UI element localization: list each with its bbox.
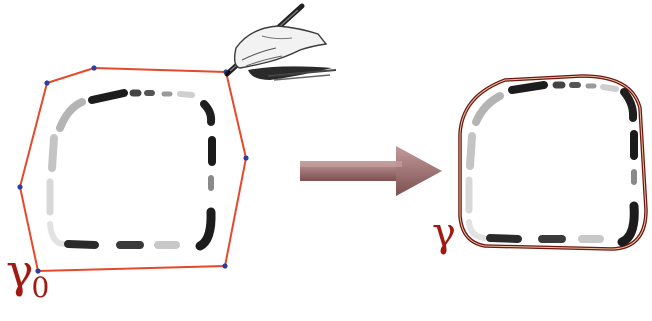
initial-contour-symbol: γ <box>6 244 34 298</box>
right-dashed-shape <box>465 81 639 247</box>
left-dashed-shape <box>46 89 216 251</box>
final-contour-label: γ <box>432 210 456 256</box>
right-arrow-icon <box>300 146 442 196</box>
polygon-vertex <box>35 268 41 274</box>
polygon-vertex <box>243 155 249 161</box>
polygon-vertex <box>222 263 228 269</box>
hand-drawing-pen-icon <box>224 3 337 81</box>
polygon-vertex <box>17 184 23 190</box>
polygon-vertex <box>91 65 97 71</box>
initial-contour-subscript: 0 <box>31 271 50 304</box>
final-contour <box>458 74 648 251</box>
initial-contour-label: γ0 <box>6 248 49 311</box>
polygon-vertex <box>44 80 50 86</box>
